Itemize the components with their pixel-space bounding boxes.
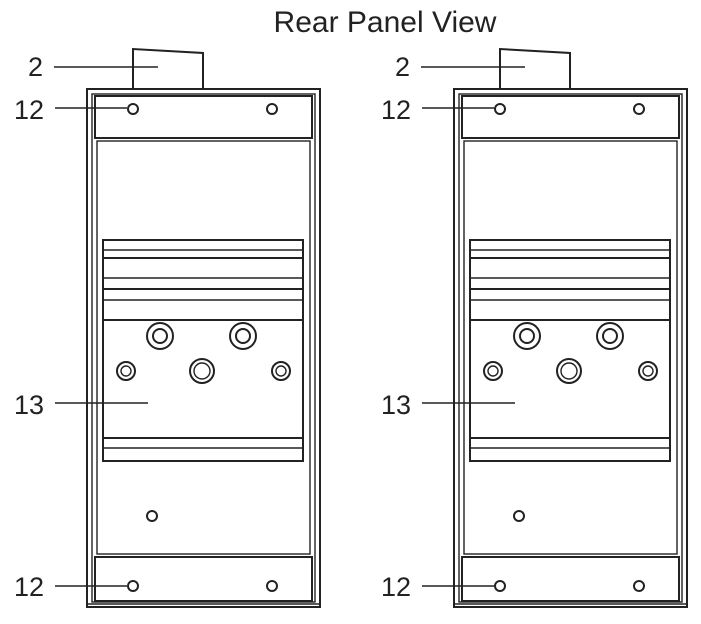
- clip-screw-upper-right: [229, 322, 257, 350]
- top-screw-hole-left: [127, 103, 139, 115]
- clip-screw-upper-left: [513, 322, 541, 350]
- top-connector: [132, 47, 204, 89]
- top-screw-hole-right: [633, 103, 645, 115]
- ground-screw-hole: [513, 510, 525, 522]
- clip-hole-left: [116, 361, 136, 381]
- diagram-title: Rear Panel View: [274, 6, 497, 39]
- center-body: [96, 140, 311, 555]
- bottom-mounting-plate: [461, 556, 680, 602]
- bottom-screw-hole-right: [266, 580, 278, 592]
- center-body: [463, 140, 678, 555]
- clip-hole-left: [483, 361, 503, 381]
- top-mounting-plate: [461, 95, 680, 139]
- bottom-screw-hole-right: [633, 580, 645, 592]
- clip-hole-right: [638, 361, 658, 381]
- ground-screw-hole: [146, 510, 158, 522]
- din-rail-clip: [469, 239, 671, 462]
- top-screw-hole-right: [266, 103, 278, 115]
- top-connector: [499, 47, 571, 89]
- rear-panel-left: 2 12 13 12: [14, 47, 321, 608]
- rear-panel-right: 2 12 13 12: [381, 47, 688, 608]
- clip-screw-upper-right: [596, 322, 624, 350]
- callout-label-din-rail: 13: [14, 390, 44, 420]
- top-mounting-plate: [94, 95, 313, 139]
- din-rail-clip-outline: [102, 239, 304, 462]
- housing-inner-outline: [91, 93, 316, 603]
- bottom-screw-hole-left: [127, 580, 139, 592]
- callout-label-connector: 2: [28, 52, 43, 82]
- callout-label-connector: 2: [395, 52, 410, 82]
- callout-label-top-screw: 12: [381, 95, 411, 125]
- top-screw-hole-left: [494, 103, 506, 115]
- bottom-mounting-plate: [94, 556, 313, 602]
- callout-label-din-rail: 13: [381, 390, 411, 420]
- din-rail-clip-outline: [469, 239, 671, 462]
- callout-label-bottom-screw: 12: [14, 572, 44, 602]
- din-rail-clip: [102, 239, 304, 462]
- bottom-screw-hole-left: [494, 580, 506, 592]
- callout-label-bottom-screw: 12: [381, 572, 411, 602]
- housing-outline: [453, 88, 688, 608]
- callout-label-top-screw: 12: [14, 95, 44, 125]
- clip-hole-right: [271, 361, 291, 381]
- clip-screw-upper-left: [146, 322, 174, 350]
- housing-outline: [86, 88, 321, 608]
- housing-inner-outline: [458, 93, 683, 603]
- clip-screw-center: [189, 358, 215, 384]
- clip-screw-center: [556, 358, 582, 384]
